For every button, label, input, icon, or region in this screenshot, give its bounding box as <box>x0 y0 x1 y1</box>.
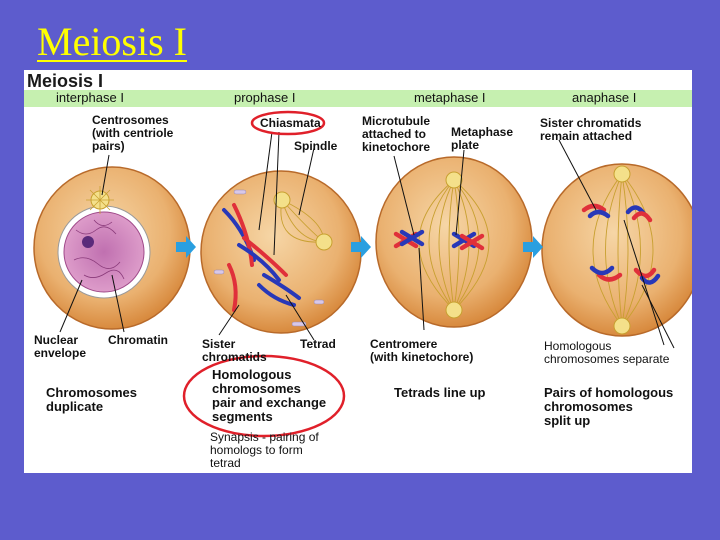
caption-prophase-note: Synapsis - pairing of homologs to form t… <box>210 430 319 470</box>
label-tetrad: Tetrad <box>300 337 336 351</box>
highlight-chiasmata <box>250 110 326 136</box>
meiosis-diagram-panel: Meiosis I interphase I prophase I metaph… <box>24 70 692 473</box>
stage-bar <box>24 90 692 107</box>
cell-interphase <box>33 166 191 330</box>
label-chiasmata: Chiasmata <box>260 116 321 130</box>
label-nuclear-envelope: Nuclear envelope <box>34 333 87 360</box>
label-homologous-separate: Homologous chromosomes separate <box>544 339 670 366</box>
centrosome-icon <box>86 186 114 214</box>
caption-interphase: Chromosomes duplicate <box>46 385 138 414</box>
tetrads-metaphase <box>393 229 485 251</box>
leader-lines <box>59 131 675 349</box>
stage-label-metaphase: metaphase I <box>414 90 486 105</box>
stage-label-prophase: prophase I <box>234 90 296 105</box>
slide-title: Meiosis I <box>37 19 187 64</box>
caption-prophase: Homologous chromosomes pair and exchange… <box>212 367 327 424</box>
diagram-graphics <box>33 110 692 438</box>
caption-metaphase: Tetrads line up <box>394 385 486 400</box>
diagram-title: Meiosis I <box>27 71 104 91</box>
highlight-prophase-caption <box>182 354 346 438</box>
cell-prophase <box>200 170 362 334</box>
cell-metaphase <box>375 156 533 328</box>
stage-label-anaphase: anaphase I <box>572 90 637 105</box>
caption-anaphase: Pairs of homologous chromosomes split up <box>544 385 674 428</box>
stage-arrows <box>176 236 543 258</box>
label-microtubule: Microtubule attached to kinetochore <box>362 114 431 154</box>
chromosome-pairs-prophase <box>222 203 301 312</box>
label-sister-chromatids: Sister chromatids <box>202 337 267 364</box>
label-spindle: Spindle <box>294 139 338 153</box>
cell-anaphase <box>541 163 692 337</box>
label-sister-attached: Sister chromatids remain attached <box>540 116 642 143</box>
label-centromere: Centromere (with kinetochore) <box>370 337 474 364</box>
label-metaphase-plate: Metaphase plate <box>451 125 514 152</box>
stage-label-interphase: interphase I <box>56 90 124 105</box>
label-centrosomes: Centrosomes (with centriole pairs) <box>92 113 174 153</box>
label-chromatin: Chromatin <box>108 333 168 347</box>
